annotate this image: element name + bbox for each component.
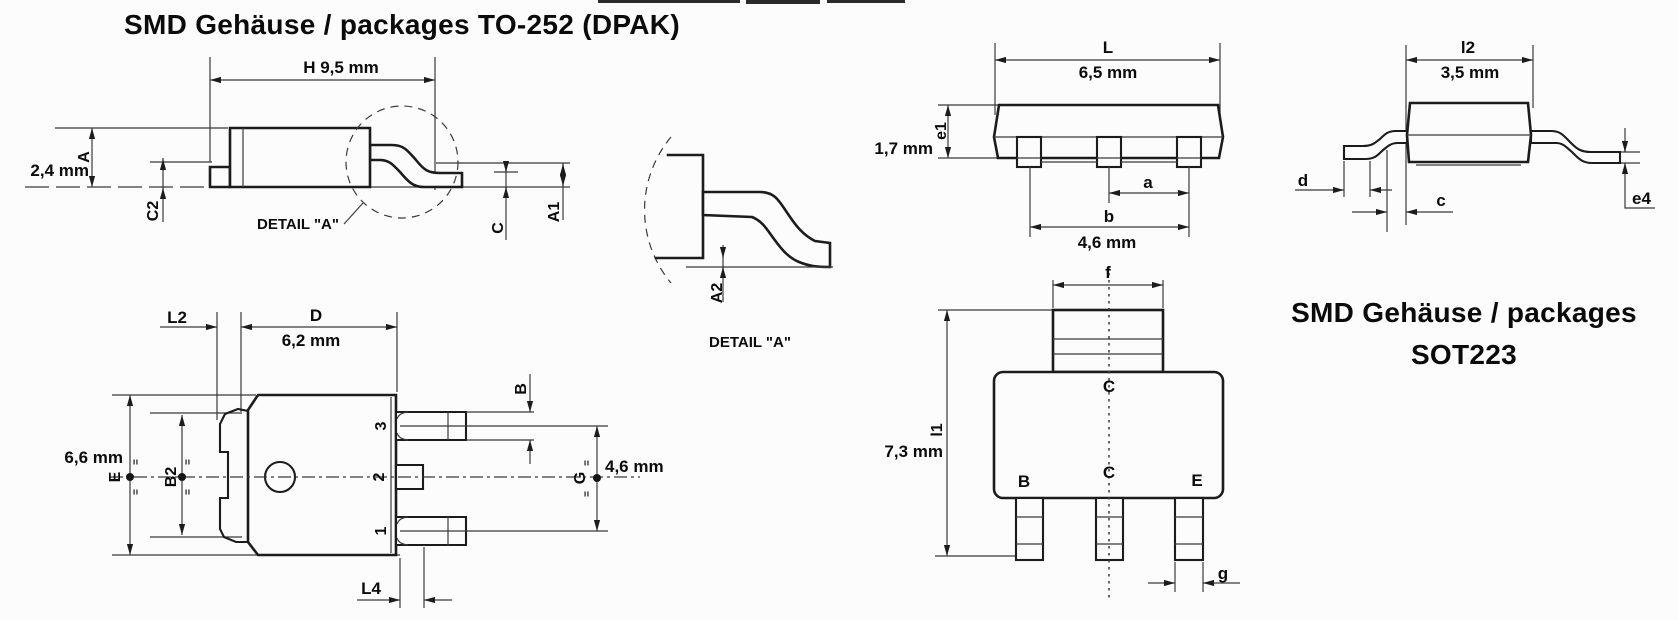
equal-mark: = — [183, 489, 194, 495]
pin-label-3: 3 — [373, 421, 390, 430]
dim-label-l4: L4 — [361, 579, 381, 598]
detail-a-arc — [643, 136, 672, 284]
dpak-top-pins — [394, 410, 468, 547]
sot223-left-lead — [1342, 129, 1409, 161]
cropped-text-artifact — [598, 0, 905, 4]
dpak-detail-a-view: A2 DETAIL "A" — [643, 136, 833, 351]
dim-label-g: G — [572, 472, 589, 484]
dpak-side-view: H 9,5 mm 2,4 mm A C2 DETAIL "A" C A1 — [25, 57, 570, 240]
pin-label-e: E — [1191, 471, 1202, 490]
sot223-right-lead — [1529, 129, 1622, 165]
equal-mark: = — [582, 491, 593, 497]
equal-mark: = — [131, 459, 142, 465]
dim-value-a: 2,4 mm — [30, 161, 89, 180]
dim-label-d-top: D — [310, 306, 322, 325]
dpak-top-dimension-lines — [112, 312, 400, 556]
dim-label-a: A — [76, 151, 93, 163]
sot223-front-pins — [1015, 135, 1203, 169]
pin-label-c-mid: C — [1103, 463, 1115, 482]
dim-value-e: 6,6 mm — [64, 448, 123, 467]
dim-label-e1: e1 — [933, 122, 950, 140]
pin-label-c-top: C — [1103, 377, 1115, 396]
pin-label-2: 2 — [371, 472, 388, 481]
sot223-side-body — [1405, 101, 1533, 164]
equal-mark: = — [183, 459, 194, 465]
sot223-front-dimension-lines — [938, 43, 1221, 159]
equal-mark: = — [131, 489, 142, 495]
dim-label-c: C — [490, 222, 507, 234]
dpak-side-outline — [208, 105, 464, 219]
title-dpak: SMD Gehäuse / packages TO-252 (DPAK) — [124, 9, 680, 40]
dpak-top-view: L2 D 6,2 mm 6,6 mm E B2 B G 4,6 mm L4 3 … — [64, 306, 664, 608]
dim-value-g: 4,6 mm — [605, 457, 664, 476]
pin-label-1: 1 — [373, 526, 390, 535]
dim-label-l2-small: l2 — [1461, 38, 1475, 57]
dpak-top-body — [246, 393, 398, 557]
sot223-top-pins — [1014, 496, 1205, 562]
dim-label-b2: B2 — [163, 467, 180, 488]
dim-label-a2: A2 — [709, 283, 726, 304]
title-sot223-line1: SMD Gehäuse / packages — [1291, 297, 1637, 328]
dim-value-d: 6,2 mm — [282, 331, 341, 350]
dim-value-l1: 7,3 mm — [884, 442, 943, 461]
dim-label-f: f — [1105, 263, 1111, 282]
dim-value-l: 6,5 mm — [1079, 63, 1138, 82]
dim-label-l1: l1 — [929, 423, 946, 436]
dim-label-g-small: g — [1218, 564, 1228, 583]
sot223-top-dimension-lines — [935, 280, 1240, 592]
dim-value-b: 4,6 mm — [1078, 233, 1137, 252]
sot223-front-view: L 6,5 mm 1,7 mm e1 a b 4,6 mm — [874, 38, 1225, 252]
sot223-top-view: f l1 7,3 mm B C C E g — [884, 263, 1240, 600]
dpak-tab-outline — [218, 407, 249, 544]
sot223-front-pitch-dims — [1029, 167, 1190, 237]
dim-label-a1: A1 — [546, 202, 563, 223]
dim-label-small-a: a — [1143, 173, 1153, 192]
dim-label-l: L — [1103, 38, 1113, 57]
dim-label-b: B — [513, 383, 530, 395]
dim-label-e: E — [107, 471, 124, 482]
dim-label-e4: e4 — [1632, 189, 1651, 208]
dim-label-h: H 9,5 mm — [303, 58, 379, 77]
dim-label-c2: C2 — [145, 201, 162, 222]
dim-label-c-small: c — [1436, 191, 1445, 210]
detail-a-caption: DETAIL "A" — [709, 334, 791, 351]
dim-label-d: d — [1298, 171, 1308, 190]
sot223-tab — [1051, 308, 1165, 374]
dim-label-l2: L2 — [167, 308, 187, 327]
dim-value-l2: 3,5 mm — [1441, 63, 1500, 82]
equal-mark: = — [582, 460, 593, 466]
detail-a-circle — [345, 105, 459, 219]
sot223-side-view: l2 3,5 mm d c e4 — [1295, 38, 1655, 232]
dim-value-e1: 1,7 mm — [874, 139, 933, 158]
title-sot223-line2: SOT223 — [1411, 339, 1517, 370]
pin-label-b: B — [1018, 472, 1030, 491]
dim-label-small-b: b — [1104, 207, 1114, 226]
detail-a-callout: DETAIL "A" — [257, 216, 339, 233]
